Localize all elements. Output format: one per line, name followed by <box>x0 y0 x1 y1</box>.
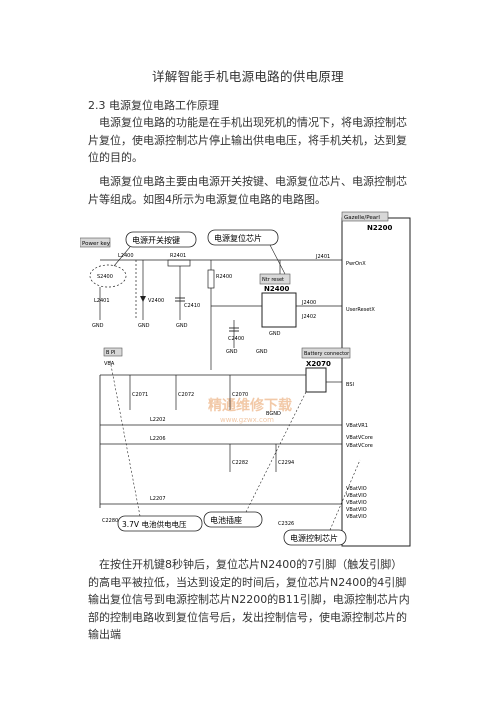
n2400-label: N2400 <box>264 285 289 293</box>
c2282-label: C2282 <box>232 460 248 466</box>
c2326-label: C2326 <box>278 521 294 527</box>
c2280-label: C2280 <box>102 518 118 524</box>
r2401-label: R2401 <box>170 253 186 259</box>
pin-vbatvcore-1: VBatVCore <box>346 435 373 441</box>
n2400-gnd-pins: GND <box>269 331 281 337</box>
circuit-schematic: 精通维修下载 www.gzwx.com Gazelle/Pearl N2200 … <box>79 211 411 547</box>
pin-bsi: BSI <box>346 382 354 388</box>
pin-userresetx: UserResetX <box>346 307 375 313</box>
callout-reset-chip <box>207 229 279 246</box>
l2207-label: L2207 <box>150 496 166 502</box>
pin-vbatvio-5: VBatVIO <box>346 514 367 520</box>
circuit-diagram: 精通维修下载 www.gzwx.com Gazelle/Pearl N2200 … <box>79 210 425 552</box>
callout-power-ic-text: 电源控制芯片 <box>290 533 338 543</box>
c2071-label: C2071 <box>132 392 148 398</box>
paragraph-1: 电源复位电路的功能是在手机出现死机的情况下，将电源控制芯片复位，使电源控制芯片停… <box>88 116 407 164</box>
pin-vbatvr1: VBatVR1 <box>346 423 368 429</box>
battery-connector-tag <box>301 347 351 359</box>
j2400-label: J2400 <box>301 300 316 306</box>
x2070-label: X2070 <box>306 360 331 368</box>
r2400-label: R2400 <box>216 274 232 280</box>
paragraph-2: 电源复位电路主要由电源开关按键、电源复位芯片、电源控制芯片等组成。如图4所示为电… <box>88 175 407 206</box>
b-pl-label: B PI <box>106 350 116 356</box>
watermark-url: www.gzwx.com <box>220 416 274 424</box>
c2070-label: C2070 <box>232 392 248 398</box>
vba-label: VBA <box>104 361 115 367</box>
gazelle-label: Gazelle/Pearl <box>344 215 380 221</box>
power-key-tag <box>79 237 111 248</box>
l2400-label: L2400 <box>118 253 134 259</box>
watermark-text: 精通维修下载 <box>208 397 292 414</box>
pin-vbatvio-1: VBatVIO <box>346 486 367 492</box>
pin-vbatvcore-2: VBatVCore <box>346 443 373 449</box>
gnd-3: GND <box>176 323 188 329</box>
c2400-label: C2400 <box>228 336 244 342</box>
gazelle-tag <box>341 211 389 222</box>
x2070-block <box>305 367 327 393</box>
l2202-label: L2202 <box>150 417 166 423</box>
pin-pwronx: PwrOnX <box>346 261 366 267</box>
power-key-label: Power key <box>82 241 111 247</box>
c2294-label: C2294 <box>278 460 294 466</box>
s2400-highlight <box>89 264 127 288</box>
paragraph-3: 在按住开机键8秒钟后，复位芯片N2400的7引脚（触发引脚）的高电平被拉低，当达… <box>88 558 410 641</box>
pin-vbatvio-3: VBatVIO <box>346 500 367 506</box>
c2410-label: C2410 <box>184 303 200 309</box>
gnd-1: GND <box>92 323 104 329</box>
callout-supply-voltage <box>117 515 203 532</box>
gnd-4: GND <box>226 349 238 355</box>
pin-vbatvio-2: VBatVIO <box>346 493 367 499</box>
l2206-label: L2206 <box>150 436 166 442</box>
s2400-label: S2400 <box>97 274 113 280</box>
callout-power-ic <box>283 529 347 546</box>
l2401-label: L2401 <box>94 298 110 304</box>
j2402-label: J2402 <box>301 314 316 320</box>
callout-supply-voltage-text: 3.7V 电池供电电压 <box>122 519 187 529</box>
b-pl-tag <box>103 347 123 357</box>
n2400-block <box>261 292 297 328</box>
callout-battery-connector <box>203 511 263 528</box>
callout-power-key-text: 电源开关按键 <box>132 235 180 245</box>
j2401-label: J2401 <box>315 254 330 260</box>
ntr-reset-tag <box>259 273 291 285</box>
v2400-label: V2400 <box>148 298 164 304</box>
gnd-5: GND <box>256 349 268 355</box>
ntr-reset-label: Ntr reset <box>262 277 284 283</box>
callout-battery-connector-text: 电池插座 <box>210 515 242 525</box>
c2072-label: C2072 <box>178 392 194 398</box>
r2401-body <box>167 259 191 267</box>
n2200-label: N2200 <box>367 224 392 232</box>
battery-connector-label: Battery connector <box>304 351 350 357</box>
bgnd-label: BGND <box>266 411 281 417</box>
callout-power-key <box>125 231 197 248</box>
pin-vbatvio-4: VBatVIO <box>346 507 367 513</box>
r2400-body <box>207 269 215 289</box>
section-heading: 2.3 电源复位电路工作原理 <box>88 99 219 112</box>
page-title: 详解智能手机电源电路的供电原理 <box>151 69 344 84</box>
callout-reset-chip-text: 电源复位芯片 <box>214 233 262 243</box>
gnd-2: GND <box>138 323 150 329</box>
